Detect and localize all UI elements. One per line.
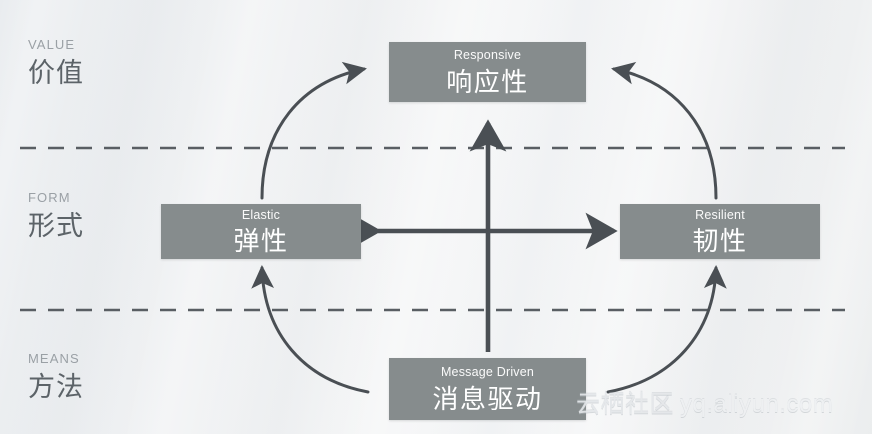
connector-elastic-to-responsive — [260, 61, 367, 200]
tier-label-means-zh: 方法 — [28, 372, 84, 402]
node-elastic: Elastic 弹性 — [161, 204, 361, 259]
tier-label-form-en: FORM — [28, 190, 71, 205]
connector-message-driven-to-resilient — [606, 265, 727, 394]
node-responsive-zh: 响应性 — [446, 66, 529, 97]
tier-label-means-en: MEANS — [28, 351, 80, 366]
node-elastic-zh: 弹性 — [233, 226, 289, 257]
tier-label-value: VALUE 价值 — [28, 38, 84, 87]
node-resilient-en: Resilient — [695, 207, 745, 222]
tier-label-value-zh: 价值 — [28, 58, 84, 88]
node-responsive: Responsive 响应性 — [389, 42, 586, 102]
node-responsive-en: Responsive — [453, 48, 522, 63]
node-message-driven-zh: 消息驱动 — [432, 383, 543, 414]
tier-label-means: MEANS 方法 — [28, 352, 84, 401]
node-resilient: Resilient 韧性 — [620, 204, 820, 259]
node-resilient-zh: 韧性 — [692, 226, 748, 257]
connector-message-driven-to-elastic — [251, 265, 370, 394]
node-message-driven: Message Driven 消息驱动 — [389, 358, 586, 420]
tier-label-form: FORM 形式 — [28, 191, 84, 240]
tier-label-value-en: VALUE — [28, 37, 76, 52]
tier-label-form-zh: 形式 — [28, 211, 84, 241]
connector-resilient-to-responsive — [611, 61, 718, 200]
node-message-driven-en: Message Driven — [440, 365, 535, 380]
node-elastic-en: Elastic — [241, 207, 281, 222]
